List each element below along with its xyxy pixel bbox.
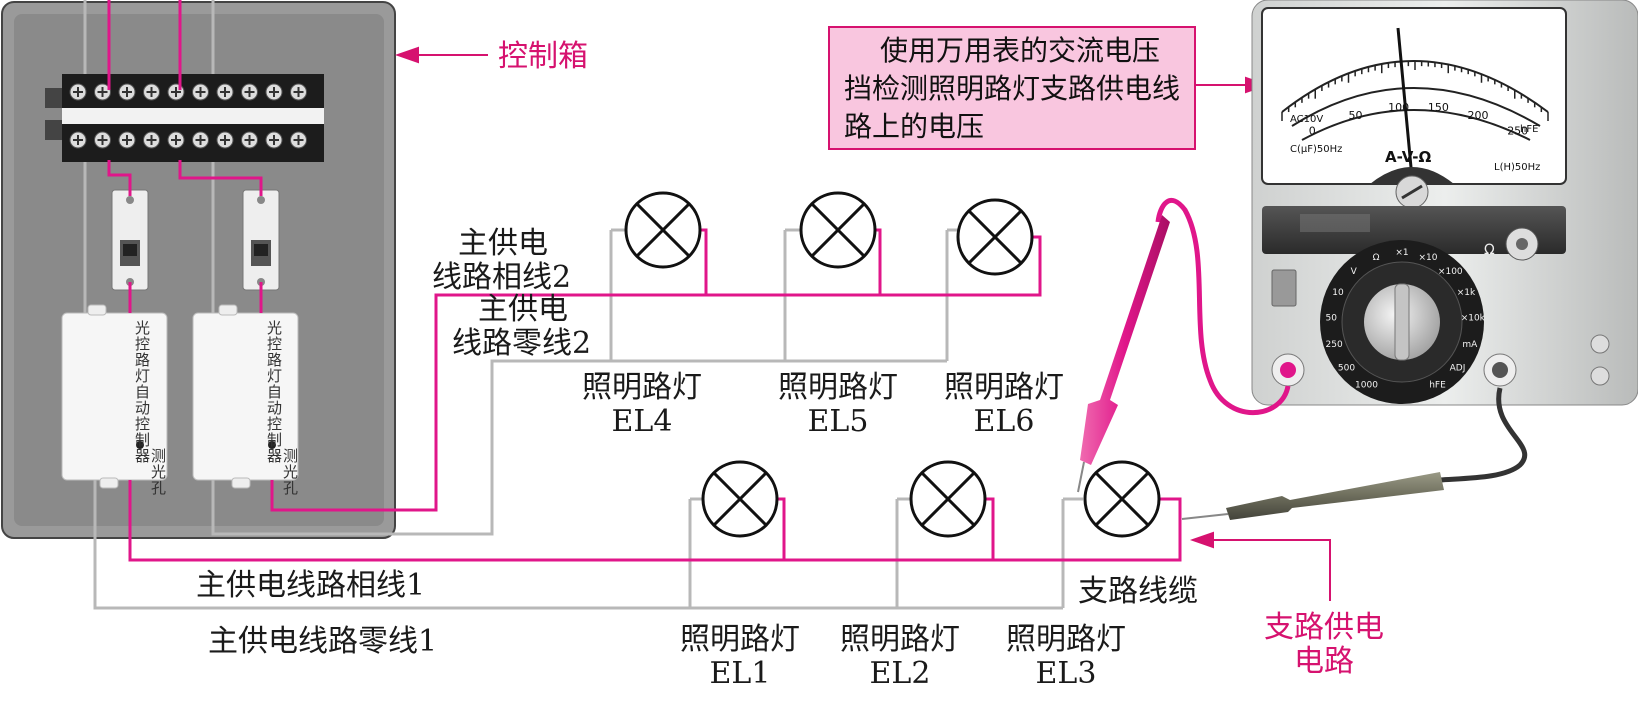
main-phase-2-label-b: 线路相线2 [432, 260, 572, 295]
main-neutral-2-label-b: 线路零线2 [452, 326, 592, 361]
annotation-arrows [394, 46, 1331, 601]
main-phase-2-label-a: 主供电 [458, 226, 548, 261]
dial-mark: hFE [1429, 380, 1446, 390]
svg-text:Ω: Ω [1484, 242, 1495, 258]
dial-mark: ×1k [1457, 288, 1476, 298]
lamp-el6-caption: 照明路灯 [944, 370, 1064, 405]
terminal-screw [94, 131, 111, 149]
street-lamps [624, 191, 1161, 538]
terminal-screw [265, 131, 283, 149]
controller-1-hole-text: 测光孔 [149, 448, 167, 496]
dial-mark: ×1 [1395, 248, 1408, 258]
branch-circuit-label-a: 支路供电 [1264, 610, 1384, 645]
scale-number: 50 [1348, 109, 1362, 122]
terminal-screw [241, 83, 258, 101]
lamp-el6-id: EL6 [973, 404, 1035, 439]
lamp-el2 [909, 460, 987, 538]
controller-1-text: 光控路灯自动控制器 [133, 320, 151, 464]
lamp-el6 [956, 198, 1034, 276]
scale-label-cap: C(μF)50Hz [1290, 144, 1342, 155]
terminal-screw [69, 131, 87, 149]
circuit-breaker-1 [111, 189, 149, 291]
terminal-screw [241, 131, 258, 149]
multimeter: AC10V C(μF)50Hz L(H)50Hz hFE A-V-Ω 0 50 10… [1251, 0, 1638, 406]
dial-mark: ×10k [1461, 314, 1486, 324]
lamp-el5 [799, 191, 877, 269]
scale-number: 0 [1309, 124, 1316, 137]
main-neutral-2-label-a: 主供电 [478, 292, 568, 327]
terminal-screw [265, 83, 283, 101]
light-controller-2 [192, 304, 299, 489]
scale-number: 200 [1468, 109, 1489, 122]
terminal-screw [167, 131, 185, 149]
dial-mark: Ω [1373, 253, 1380, 263]
lamp-el1-id: EL1 [709, 656, 771, 691]
scale-label-ind: L(H)50Hz [1494, 162, 1540, 173]
note-line-3: 路上的电压 [844, 110, 985, 143]
dial-mark: 50 [1325, 314, 1337, 324]
lamp-el1 [701, 460, 779, 538]
main-neutral-1-label: 主供电线路零线1 [208, 624, 438, 659]
red-probe [1077, 198, 1291, 493]
scale-label-ac10v: AC10V [1290, 114, 1323, 125]
terminal-screw [216, 131, 234, 149]
terminal-screw [167, 83, 185, 101]
terminal-screw [143, 131, 160, 149]
terminal-screw [216, 83, 234, 101]
dial-mark: ×10 [1418, 253, 1437, 263]
lamp-el1-caption: 照明路灯 [680, 622, 800, 657]
lamp-el4 [624, 191, 702, 269]
dial-mark: mA [1462, 340, 1478, 350]
scale-number: 100 [1388, 101, 1409, 114]
branch-circuit-label-b: 电路 [1294, 644, 1354, 679]
control-box-label: 控制箱 [498, 39, 588, 74]
instruction-note: 使用万用表的交流电压 挡检测照明路灯支路供电线 路上的电压 [828, 26, 1196, 150]
scale-label-hfe: hFE [1520, 124, 1538, 135]
terminal-block [45, 74, 324, 162]
terminal-screw [290, 83, 307, 101]
terminal-screw [143, 83, 160, 101]
dial-mark: V [1351, 267, 1358, 277]
light-controller-1 [61, 304, 168, 489]
terminal-screw [118, 83, 136, 101]
terminal-screw [192, 131, 209, 149]
dial-mark: ×100 [1438, 267, 1463, 277]
neutral-wires [83, 0, 1083, 610]
main-phase-1-label: 主供电线路相线1 [196, 568, 426, 603]
dial-mark: ADJ [1450, 363, 1466, 373]
lamp-el4-id: EL4 [611, 404, 673, 439]
black-probe [1181, 387, 1528, 520]
terminal-screw [290, 131, 307, 149]
phase-wires [107, 0, 1182, 562]
terminal-screw [69, 83, 87, 101]
scale-number: 150 [1428, 101, 1449, 114]
lamp-el2-caption: 照明路灯 [840, 622, 960, 657]
lamp-el3-id: EL3 [1035, 656, 1097, 691]
note-line-1: 使用万用表的交流电压 [880, 34, 1161, 67]
meter-scale [1281, 60, 1549, 141]
controller-2-hole-text: 测光孔 [281, 448, 299, 496]
terminal-screw [94, 83, 111, 101]
branch-cable-label: 支路线缆 [1078, 574, 1198, 609]
lamp-el4-caption: 照明路灯 [582, 370, 702, 405]
lamp-el3-caption: 照明路灯 [1006, 622, 1126, 657]
lamp-el3 [1083, 460, 1161, 538]
lamp-el2-id: EL2 [869, 656, 931, 691]
mode-label: A-V-Ω [1385, 148, 1431, 166]
lamp-el5-caption: 照明路灯 [778, 370, 898, 405]
controller-2-text: 光控路灯自动控制器 [265, 320, 283, 464]
note-line-2: 挡检测照明路灯支路供电线 [844, 72, 1181, 105]
dial-mark: 250 [1326, 340, 1343, 350]
dial-mark: 1000 [1355, 380, 1378, 390]
dial-mark: 10 [1332, 288, 1344, 298]
lamp-el5-id: EL5 [807, 404, 869, 439]
meter-needle [1396, 27, 1414, 179]
circuit-breaker-2 [242, 189, 280, 291]
scale-number: 250 [1507, 124, 1528, 137]
terminal-screw [118, 131, 136, 149]
dial-mark: 500 [1338, 363, 1355, 373]
terminal-screw [192, 83, 209, 101]
